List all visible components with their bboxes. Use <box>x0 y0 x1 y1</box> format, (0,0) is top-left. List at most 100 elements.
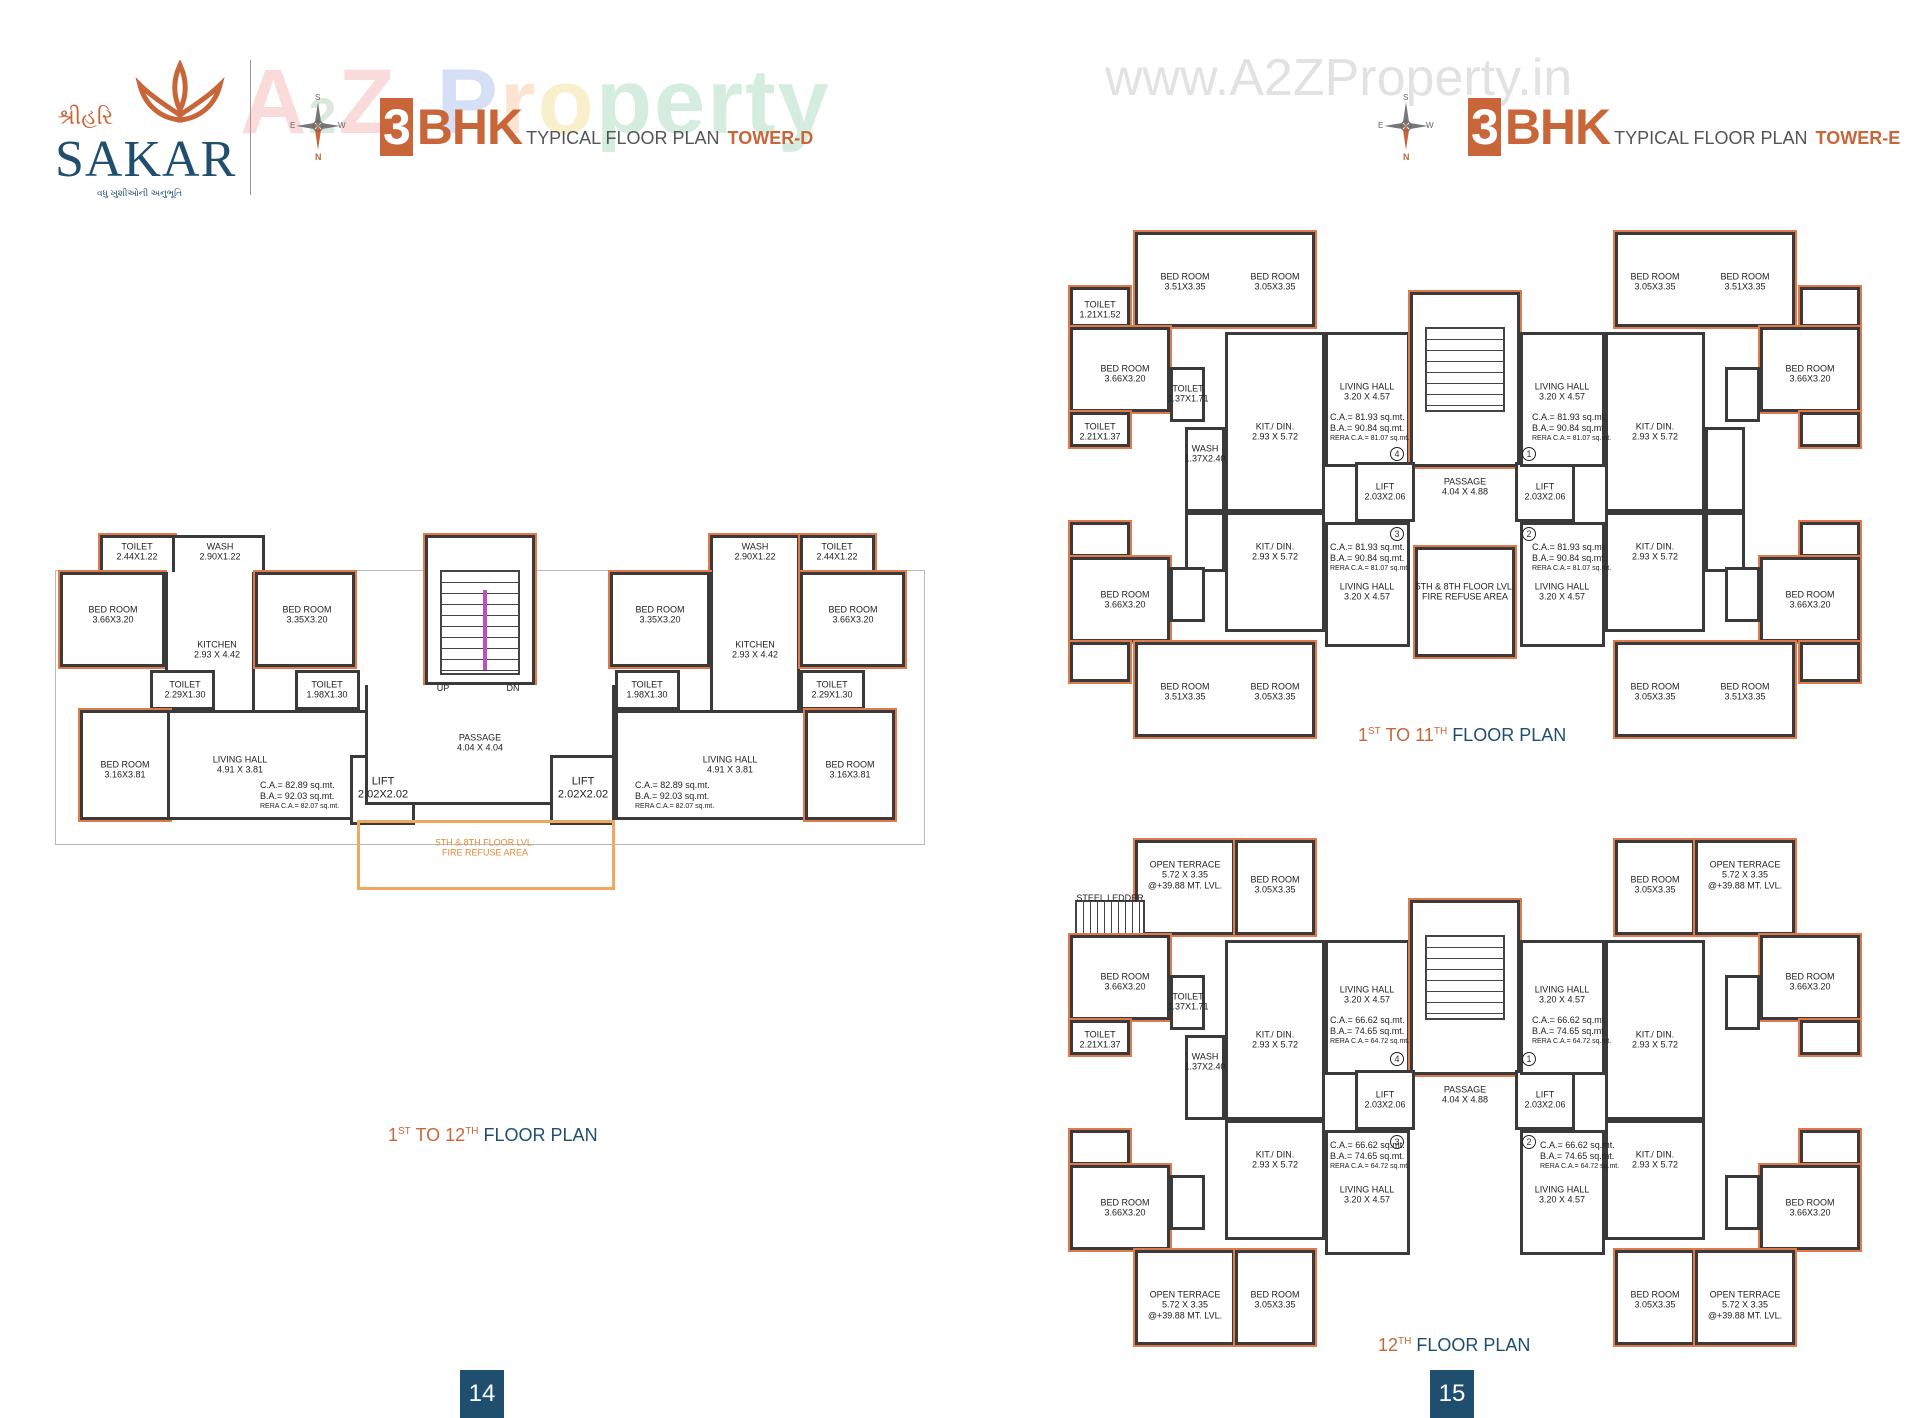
plan-element: TOILET <box>816 679 848 690</box>
plan-element: BED ROOM <box>1160 681 1210 692</box>
room-kit-din <box>1605 1120 1705 1240</box>
room-living-hall <box>1520 940 1605 1075</box>
plan-element: 5.72 X 3.35 <box>1721 1299 1769 1310</box>
caption-12th-floor: 12TH FLOOR PLAN <box>1378 1335 1530 1356</box>
label-kit-din: KIT./ DIN.2.93 X 5.72 <box>1632 542 1678 563</box>
plan-element: 4.04 X 4.88 <box>1441 1095 1489 1105</box>
plan-element: @+39.88 MT. LVL. <box>1707 880 1783 891</box>
plan-element: ST <box>398 1126 411 1137</box>
plan-element: S <box>1403 93 1408 102</box>
plan-element: C.A.= 81.93 sq.mt. <box>1532 412 1607 422</box>
plan-element: 2.93 X 5.72 <box>1631 1160 1679 1170</box>
header-divider <box>250 60 251 195</box>
plan-element: LIVING HALL <box>1339 381 1395 392</box>
plan-element: 2.03X2.06 <box>1524 1100 1566 1110</box>
plan-element: 2.93 X 5.72 <box>1631 1040 1679 1050</box>
plan-element: PASSAGE <box>458 732 502 743</box>
room-toilet <box>1800 642 1860 682</box>
room-bedroom <box>1070 327 1170 412</box>
area-summary-unit-4: C.A.= 66.62 sq.mt.B.A.= 74.65 sq.mt.RERA… <box>1330 1015 1409 1046</box>
plan-element: r <box>499 51 538 153</box>
plan-element: 1.98X1.30 <box>306 690 348 700</box>
plan-element: BED ROOM <box>1100 971 1150 982</box>
plan-element: KIT./ DIN. <box>1255 541 1295 552</box>
plan-element: 2.93 X 5.72 <box>1251 432 1299 442</box>
compass-icon: S E W N <box>1378 93 1434 162</box>
room-wash <box>1185 1035 1225 1120</box>
room-open-terrace <box>1695 1250 1795 1345</box>
plan-element: RERA C.A.= 64.72 sq.mt. <box>1540 1162 1620 1170</box>
unit-number-badge: 2 <box>1522 527 1536 541</box>
plan-element: LIVING HALL <box>1534 1184 1590 1195</box>
page-number: 14 <box>460 1370 504 1418</box>
plan-element: TOILET <box>169 679 201 690</box>
plan-element: 2.03X2.06 <box>1364 1100 1406 1110</box>
room-toilet <box>1800 287 1860 327</box>
plan-element: 3.20 X 4.57 <box>1538 392 1586 402</box>
plan-element: 3.66X3.20 <box>1789 1208 1831 1218</box>
plan-element: OPEN TERRACE <box>1709 1289 1781 1300</box>
room-bedroom <box>610 572 710 667</box>
plan-element: OPEN TERRACE <box>1149 859 1221 870</box>
plan-element: KITCHEN <box>197 639 237 650</box>
plan-element: 3.66X3.20 <box>1104 374 1146 384</box>
label-stair-dn: DN <box>506 682 520 693</box>
label-kit-din: KIT./ DIN.2.93 X 5.72 <box>1252 1150 1298 1171</box>
plan-element: 5TH & 8TH FLOOR LVL. <box>435 837 535 848</box>
brand-name: SAKAR <box>55 131 237 188</box>
plan-element: 2.93 X 5.72 <box>1631 432 1679 442</box>
plan-element: 2.03X2.06 <box>1364 492 1406 502</box>
room-kit-din <box>1225 940 1325 1120</box>
plan-element <box>1403 126 1409 150</box>
room-bedroom <box>1235 1250 1315 1345</box>
room-living-hall <box>615 710 805 820</box>
plan-element: 3.05X3.35 <box>1254 1300 1296 1310</box>
plan-element: 2.93 X 5.72 <box>1631 552 1679 562</box>
plan-element <box>315 102 321 126</box>
plan-element: @+39.88 MT. LVL. <box>1147 1310 1223 1321</box>
plan-element: TOILET <box>821 541 853 552</box>
plan-element: 3 <box>380 98 413 156</box>
area-summary-unit-4: C.A.= 81.93 sq.mt.B.A.= 90.84 sq.mt.RERA… <box>1330 412 1409 443</box>
plan-element: KIT./ DIN. <box>1255 1029 1295 1040</box>
plan-element: W <box>338 121 346 130</box>
label-kit-din: KIT./ DIN.2.93 X 5.72 <box>1252 542 1298 563</box>
room-toilet <box>1170 1175 1205 1230</box>
room-bedroom <box>805 710 895 820</box>
lotus-icon <box>135 60 225 123</box>
area-summary-unit-3: C.A.= 81.93 sq.mt.B.A.= 90.84 sq.mt.RERA… <box>1330 542 1409 573</box>
room-lift <box>1355 462 1415 522</box>
staircase-steps <box>440 570 520 675</box>
plan-element: LIFT <box>1535 1089 1555 1100</box>
plan-element: 3.66X3.20 <box>92 615 134 625</box>
plan-element: PASSAGE <box>1443 476 1487 487</box>
plan-element: S <box>315 93 320 102</box>
plan-element: 4.91 X 3.81 <box>216 765 264 775</box>
plan-element: BED ROOM <box>825 759 875 770</box>
plan-element: BED ROOM <box>1785 589 1835 600</box>
plan-element: @+39.88 MT. LVL. <box>1147 880 1223 891</box>
plan-element <box>135 76 183 123</box>
plan-element: 3.05X3.35 <box>1634 692 1676 702</box>
room-toilet <box>1070 642 1130 682</box>
room-toilet <box>1800 522 1860 557</box>
plan-element: 3.20 X 4.57 <box>1343 392 1391 402</box>
plan-element: FLOOR PLAN <box>1447 725 1567 745</box>
plan-element: o <box>537 51 596 153</box>
